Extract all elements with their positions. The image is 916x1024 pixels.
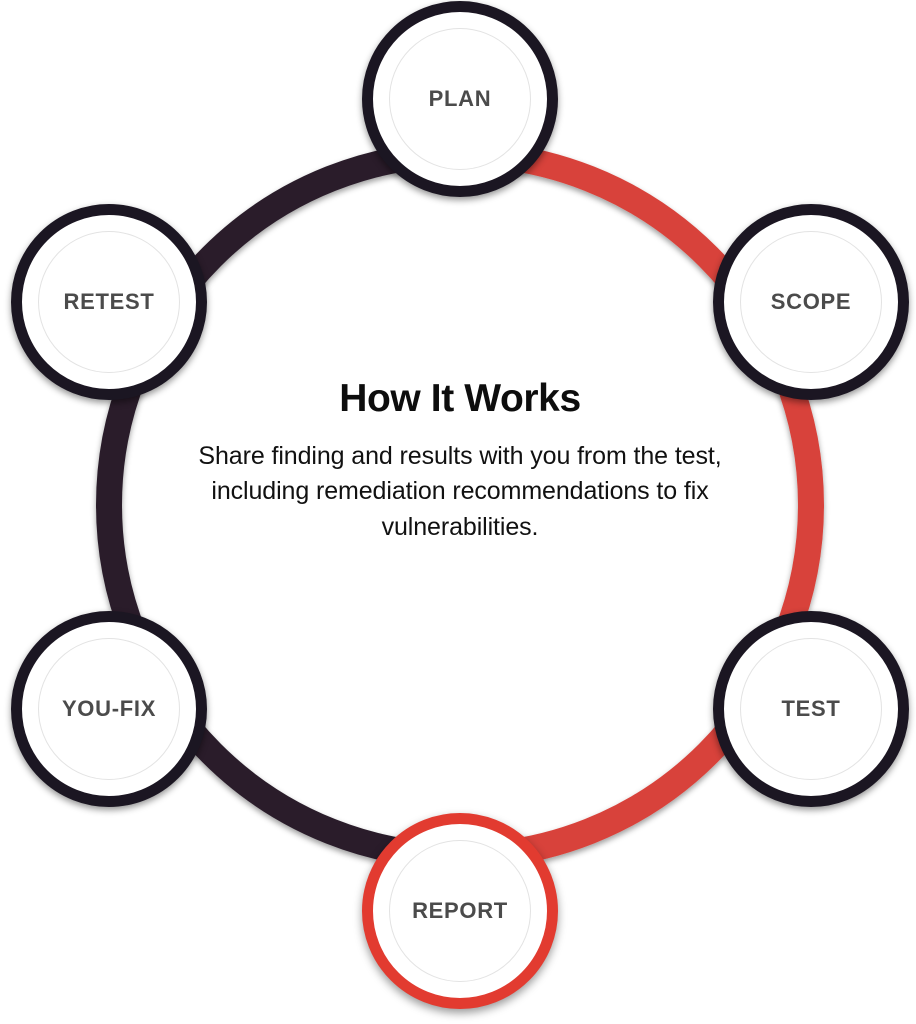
- cycle-step-test[interactable]: TEST: [713, 611, 909, 807]
- arc-report-to-plan-pending: [96, 141, 461, 869]
- cycle-step-you-fix[interactable]: YOU-FIX: [11, 611, 207, 807]
- cycle-step-retest[interactable]: RETEST: [11, 204, 207, 400]
- cycle-step-you-fix-label: YOU-FIX: [61, 696, 157, 721]
- cycle-step-scope[interactable]: SCOPE: [713, 204, 909, 400]
- cycle-step-plan[interactable]: PLAN: [362, 1, 558, 197]
- cycle-step-test-label: TEST: [781, 696, 841, 721]
- cycle-step-plan-label: PLAN: [428, 86, 492, 111]
- cycle-step-report[interactable]: REPORT: [362, 813, 558, 1009]
- cycle-step-report-label: REPORT: [412, 898, 508, 923]
- cycle-step-retest-label: RETEST: [63, 289, 155, 314]
- cycle-step-scope-label: SCOPE: [770, 289, 852, 314]
- arc-plan-to-report-completed: [459, 141, 824, 869]
